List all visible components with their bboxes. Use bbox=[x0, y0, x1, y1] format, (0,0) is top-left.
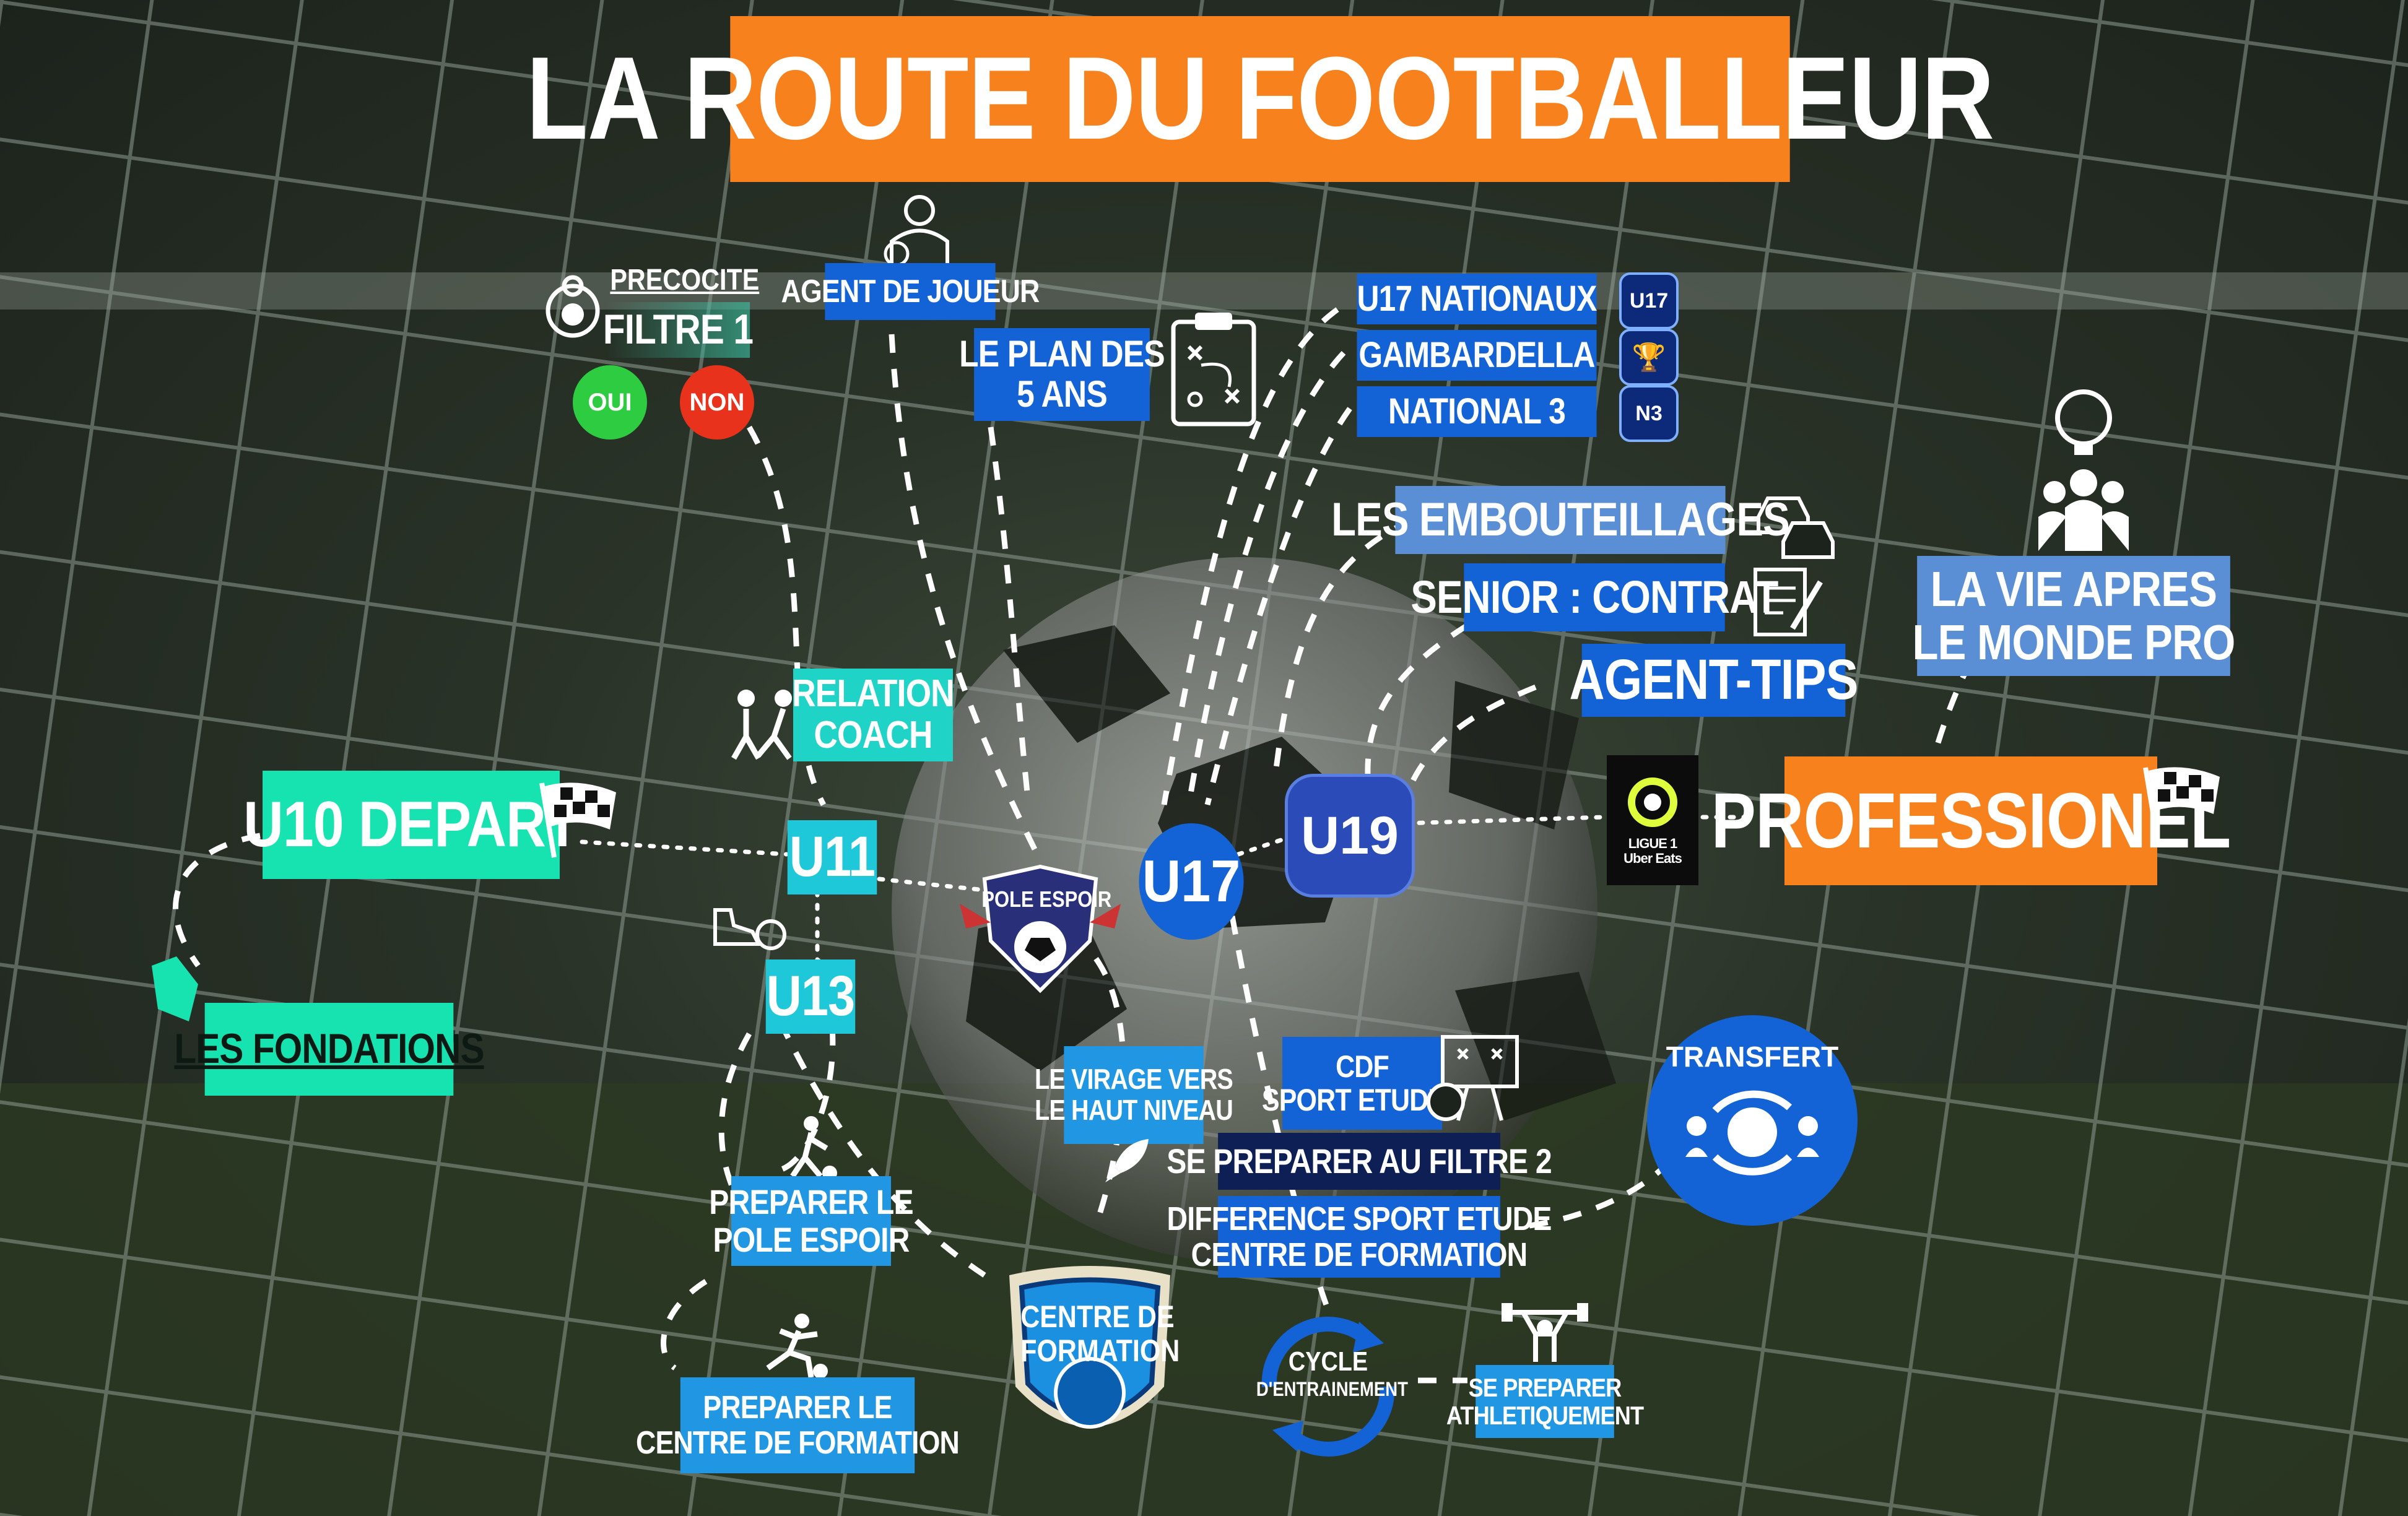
contract-icon bbox=[1754, 568, 1823, 636]
finish-flag-icon bbox=[2143, 767, 2220, 842]
cycle-label: CYCLE D'ENTRAINEMENT bbox=[1256, 1346, 1408, 1400]
cycle-line-1: CYCLE bbox=[1288, 1346, 1368, 1377]
preparer-athle-line-2: ATHLETIQUEMENT bbox=[1446, 1401, 1644, 1430]
fondations-label: LES FONDATIONS bbox=[174, 1025, 484, 1073]
dotted-connectors bbox=[580, 815, 1755, 974]
rocket-icon bbox=[1105, 1139, 1149, 1182]
relation-coach-line-1: RELATION bbox=[792, 672, 955, 716]
u11-box: U11 bbox=[787, 820, 877, 894]
dribbling-player-icon bbox=[790, 1116, 837, 1180]
agent-tips-box: AGENT-TIPS bbox=[1569, 644, 1858, 717]
shin-guard-icon bbox=[152, 956, 198, 1021]
centre-formation-crest-icon bbox=[1009, 1266, 1170, 1429]
professionel-box: PROFESSIONEL bbox=[1711, 756, 2231, 885]
difference-box: DIFFERENCE SPORT ETUDE CENTRE DE FORMATI… bbox=[1167, 1196, 1552, 1278]
shoe-ball-icon bbox=[713, 908, 786, 950]
coach-player-icon bbox=[731, 690, 792, 760]
n3-badge-icon: N3 bbox=[1619, 385, 1679, 442]
shooting-player-icon bbox=[766, 1314, 828, 1379]
vie-apres-line-1: LA VIE APRES bbox=[1930, 561, 2217, 617]
vie-apres-line-2: LE MONDE PRO bbox=[1912, 615, 2236, 670]
cycle-arrows-icon bbox=[1261, 1317, 1395, 1457]
ligue1-emblem-icon bbox=[1628, 777, 1677, 828]
trophy-icon: 🏆 bbox=[1619, 329, 1679, 386]
plan-5-ans-box: LE PLAN DES 5 ANS bbox=[959, 328, 1165, 421]
preparer-pole-line-1: PREPARER LE bbox=[709, 1182, 913, 1222]
goal-crossbar bbox=[0, 272, 2408, 310]
virage-line-2: LE HAUT NIVEAU bbox=[1035, 1094, 1233, 1126]
vie-apres-box: LA VIE APRES LE MONDE PRO bbox=[1913, 556, 2235, 676]
no-button[interactable]: NON bbox=[680, 365, 754, 440]
plan-line-1: LE PLAN DES bbox=[959, 333, 1165, 375]
u13-box: U13 bbox=[765, 959, 856, 1034]
preparer-centre-line-2: CENTRE DE FORMATION bbox=[636, 1424, 960, 1461]
clipboard-tactics-icon bbox=[1171, 313, 1256, 427]
centre-formation-label: CENTRE DE FORMATION bbox=[1020, 1299, 1180, 1368]
yes-button[interactable]: OUI bbox=[573, 365, 647, 440]
ligue1-line-2: Uber Eats bbox=[1623, 851, 1682, 866]
weightlifter-icon bbox=[1502, 1303, 1588, 1362]
filtre-2-box: SE PREPARER AU FILTRE 2 bbox=[1167, 1133, 1552, 1190]
transfert-label: TRANSFERT bbox=[1666, 1041, 1839, 1073]
embouteillages-box: LES EMBOUTEILLAGES bbox=[1331, 486, 1790, 554]
plan-line-2: 5 ANS bbox=[1017, 373, 1108, 415]
cdf-line-1: CDF bbox=[1336, 1049, 1389, 1084]
u19-badge: U19 bbox=[1285, 774, 1415, 898]
filter-1-label: FILTRE 1 bbox=[603, 302, 754, 358]
traffic-cars-icon bbox=[1757, 496, 1835, 559]
virage-box: LE VIRAGE VERS LE HAUT NIVEAU bbox=[1035, 1046, 1233, 1144]
level-national-3: NATIONAL 3 bbox=[1357, 386, 1597, 437]
preparer-athle-box: SE PREPARER ATHLETIQUEMENT bbox=[1446, 1365, 1644, 1438]
relation-coach-line-2: COACH bbox=[814, 714, 932, 756]
precocite-label: PRECOCITE bbox=[610, 264, 760, 297]
checkered-flag-icon bbox=[539, 782, 616, 858]
page-title: LA ROUTE DU FOOTBALLEUR bbox=[526, 16, 1994, 182]
u17-badge-icon: U17 bbox=[1619, 272, 1679, 329]
preparer-centre-line-1: PREPARER LE bbox=[703, 1390, 892, 1426]
preparer-athle-line-1: SE PREPARER bbox=[1468, 1372, 1622, 1402]
difference-line-1: DIFFERENCE SPORT ETUDE bbox=[1167, 1200, 1552, 1237]
u10-depart-box: U10 DEPART bbox=[243, 771, 580, 879]
centre-formation-line-2: FORMATION bbox=[1020, 1333, 1180, 1368]
senior-contrat-box: SENIOR : CONTRAT bbox=[1410, 563, 1778, 631]
trophy-glyph: 🏆 bbox=[1632, 342, 1666, 373]
relation-coach-box: RELATION COACH bbox=[792, 669, 955, 761]
centre-formation-line-1: CENTRE DE bbox=[1020, 1299, 1175, 1334]
virage-line-1: LE VIRAGE VERS bbox=[1035, 1063, 1233, 1096]
transfer-arrows-icon bbox=[1685, 1090, 1819, 1176]
agent-de-joueur-box: AGENT DE JOUEUR bbox=[781, 263, 1040, 320]
cdf-box: CDF SPORT ETUDES bbox=[1262, 1037, 1463, 1130]
level-gambardella: GAMBARDELLA bbox=[1357, 330, 1597, 381]
baby-bib-icon bbox=[545, 275, 600, 338]
agent-icon bbox=[884, 195, 949, 266]
fondations-box: LES FONDATIONS bbox=[174, 1003, 484, 1096]
cycle-line-2: D'ENTRAINEMENT bbox=[1256, 1377, 1408, 1400]
preparer-centre-box: PREPARER LE CENTRE DE FORMATION bbox=[636, 1377, 960, 1473]
u17-circle: U17 bbox=[1139, 823, 1244, 940]
level-u17-nationaux: U17 NATIONAUX bbox=[1357, 274, 1597, 324]
ligue1-line-1: LIGUE 1 bbox=[1628, 836, 1678, 852]
difference-line-2: CENTRE DE FORMATION bbox=[1191, 1236, 1528, 1273]
preparer-pole-box: PREPARER LE POLE ESPOIR bbox=[709, 1176, 914, 1266]
lightbulb-team-icon bbox=[2038, 389, 2129, 551]
ligue1-logo: LIGUE 1 Uber Eats bbox=[1607, 755, 1698, 885]
pole-espoir-crest-icon bbox=[960, 864, 1121, 994]
pole-espoir-label: POLE ESPOIR bbox=[981, 886, 1112, 912]
preparer-pole-line-2: POLE ESPOIR bbox=[713, 1219, 910, 1259]
transfert-circle: TRANSFERT bbox=[1647, 1015, 1858, 1226]
tactics-board-icon bbox=[1427, 1035, 1519, 1121]
